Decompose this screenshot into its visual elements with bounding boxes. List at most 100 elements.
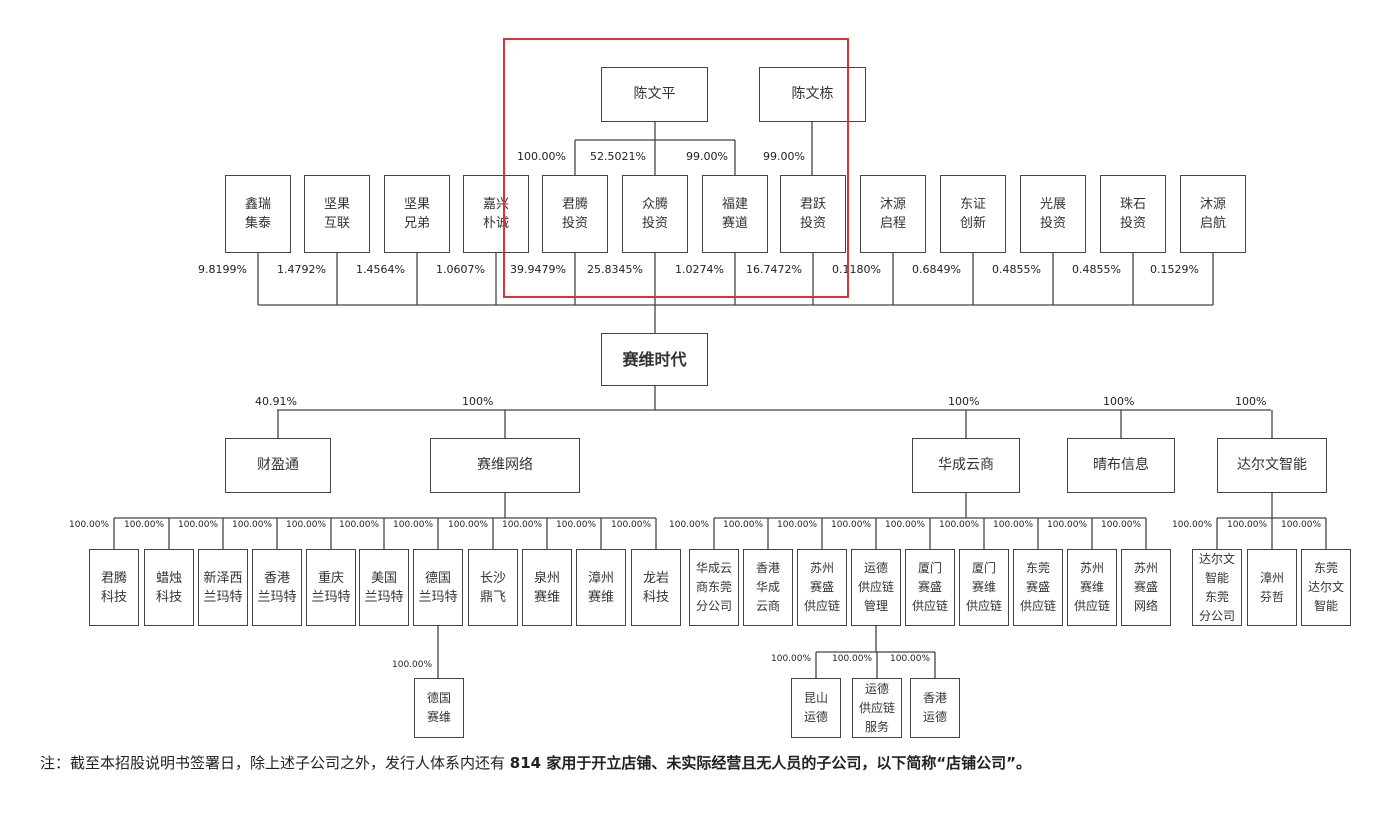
footnote: 注：截至本招股说明书签署日，除上述子公司之外，发行人体系内还有 814 家用于开… <box>40 752 1031 773</box>
sub-huacheng-6: 东莞 赛盛 供应链 <box>1013 549 1063 626</box>
pct-h2: 1.4792% <box>277 263 326 276</box>
sub-saiwei-network-5: 美国 兰玛特 <box>359 549 409 626</box>
sub-saiwei-network-pct-2: 100.00% <box>178 520 219 530</box>
sub-darwin-pct-0: 100.00% <box>1172 520 1213 530</box>
sub-darwin-2: 东莞 达尔文 智能 <box>1301 549 1351 626</box>
sub-saiwei-network-7: 长沙 鼎飞 <box>468 549 518 626</box>
pct-m1: 40.91% <box>255 395 297 408</box>
sub-saiwei-network-pct-6: 100.00% <box>393 520 434 530</box>
sub-yunde-pct-2: 100.00% <box>890 654 931 664</box>
sub-yunde-2: 香港 运德 <box>910 678 960 738</box>
sub-darwin-0: 达尔文 智能 东莞 分公司 <box>1192 549 1242 626</box>
sub-huacheng-pct-4: 100.00% <box>885 520 926 530</box>
sub-darwin-pct-2: 100.00% <box>1281 520 1322 530</box>
sub-saiwei-network-pct-10: 100.00% <box>611 520 652 530</box>
pct-m5: 100% <box>1235 395 1267 408</box>
shareholder-chen-wenping: 陈文平 <box>601 67 708 122</box>
subsidiary-m3: 华成云商 <box>912 438 1020 493</box>
sub-huacheng-0: 华成云 商东莞 分公司 <box>689 549 739 626</box>
holder-h3: 坚果 兄弟 <box>384 175 450 253</box>
sub-huacheng-pct-0: 100.00% <box>669 520 710 530</box>
sub-saiwei-network-3: 香港 兰玛特 <box>252 549 302 626</box>
sub-yunde-pct-1: 100.00% <box>832 654 873 664</box>
sub-saiwei-network-pct-0: 100.00% <box>69 520 110 530</box>
holder-h5: 君腾 投资 <box>542 175 608 253</box>
sub-saiwei-network-pct-3: 100.00% <box>232 520 273 530</box>
pct-h9: 0.1180% <box>832 263 881 276</box>
pct-m4: 100% <box>1103 395 1135 408</box>
pct-h11: 0.4855% <box>992 263 1041 276</box>
sub-saiwei-network-6: 德国 兰玛特 <box>413 549 463 626</box>
sub-saiwei-network-pct-8: 100.00% <box>502 520 543 530</box>
subsidiary-m1: 财盈通 <box>225 438 331 493</box>
pct-h7: 1.0274% <box>675 263 724 276</box>
pct-h1: 9.8199% <box>198 263 247 276</box>
holder-h4: 嘉兴 朴诚 <box>463 175 529 253</box>
sub-yunde-0: 昆山 运德 <box>791 678 841 738</box>
holder-h10: 东证 创新 <box>940 175 1006 253</box>
holder-h1: 鑫瑞 集泰 <box>225 175 291 253</box>
pct-h8: 16.7472% <box>746 263 802 276</box>
subsidiary-m5: 达尔文智能 <box>1217 438 1327 493</box>
company-saiwei-shidai: 赛维时代 <box>601 333 708 386</box>
sub-huacheng-pct-5: 100.00% <box>939 520 980 530</box>
holder-h12: 珠石 投资 <box>1100 175 1166 253</box>
holder-h7: 福建 赛道 <box>702 175 768 253</box>
sub-saiwei-network-0: 君腾 科技 <box>89 549 139 626</box>
sub-saiwei-network-pct-7: 100.00% <box>448 520 489 530</box>
footnote-text: 注：截至本招股说明书签署日，除上述子公司之外，发行人体系内还有 <box>40 754 510 772</box>
sub-saiwei-network-pct-1: 100.00% <box>124 520 165 530</box>
sub-huacheng-3: 运德 供应链 管理 <box>851 549 901 626</box>
sub-saiwei-network-2: 新泽西 兰玛特 <box>198 549 248 626</box>
pct-h3: 1.4564% <box>356 263 405 276</box>
sub-yunde-pct-0: 100.00% <box>771 654 812 664</box>
sub-huacheng-pct-6: 100.00% <box>993 520 1034 530</box>
holder-h8: 君跃 投资 <box>780 175 846 253</box>
holder-h13: 沐源 启航 <box>1180 175 1246 253</box>
sub-huacheng-7: 苏州 赛维 供应链 <box>1067 549 1117 626</box>
pct-h12: 0.4855% <box>1072 263 1121 276</box>
sub-saiwei-network-pct-4: 100.00% <box>286 520 327 530</box>
sub-saiwei-network-pct-5: 100.00% <box>339 520 380 530</box>
pct-junteng-top: 100.00% <box>517 150 566 163</box>
pct-m2: 100% <box>462 395 494 408</box>
sub-yunde-1: 运德 供应链 服务 <box>852 678 902 738</box>
sub-huacheng-5: 厦门 赛维 供应链 <box>959 549 1009 626</box>
pct-m3: 100% <box>948 395 980 408</box>
pct-german-saiwei: 100.00% <box>392 660 433 670</box>
pct-h13: 0.1529% <box>1150 263 1199 276</box>
sub-saiwei-network-10: 龙岩 科技 <box>631 549 681 626</box>
sub-saiwei-network-pct-9: 100.00% <box>556 520 597 530</box>
sub-huacheng-pct-2: 100.00% <box>777 520 818 530</box>
sub-huacheng-pct-1: 100.00% <box>723 520 764 530</box>
sub-saiwei-network-1: 蜡烛 科技 <box>144 549 194 626</box>
footnote-bold-text: 814 家用于开立店铺、未实际经营且无人员的子公司，以下简称“店铺公司”。 <box>509 754 1032 772</box>
sub-huacheng-pct-8: 100.00% <box>1101 520 1142 530</box>
pct-h4: 1.0607% <box>436 263 485 276</box>
highlight-frame <box>503 38 849 298</box>
sub-huacheng-1: 香港 华成 云商 <box>743 549 793 626</box>
holder-h2: 坚果 互联 <box>304 175 370 253</box>
sub-saiwei-network-4: 重庆 兰玛特 <box>306 549 356 626</box>
pct-h10: 0.6849% <box>912 263 961 276</box>
sub-german-saiwei: 德国 赛维 <box>414 678 464 738</box>
subsidiary-m2: 赛维网络 <box>430 438 580 493</box>
sub-huacheng-pct-3: 100.00% <box>831 520 872 530</box>
sub-huacheng-4: 厦门 赛盛 供应链 <box>905 549 955 626</box>
pct-h5: 39.9479% <box>510 263 566 276</box>
holder-h11: 光展 投资 <box>1020 175 1086 253</box>
sub-darwin-1: 漳州 芬哲 <box>1247 549 1297 626</box>
holder-h6: 众腾 投资 <box>622 175 688 253</box>
sub-darwin-pct-1: 100.00% <box>1227 520 1268 530</box>
pct-junyue-top: 99.00% <box>763 150 805 163</box>
pct-h6: 25.8345% <box>587 263 643 276</box>
sub-huacheng-8: 苏州 赛盛 网络 <box>1121 549 1171 626</box>
sub-saiwei-network-8: 泉州 赛维 <box>522 549 572 626</box>
sub-saiwei-network-9: 漳州 赛维 <box>576 549 626 626</box>
holder-h9: 沐源 启程 <box>860 175 926 253</box>
pct-fujian-top: 99.00% <box>686 150 728 163</box>
pct-zhongteng-top: 52.5021% <box>590 150 646 163</box>
subsidiary-m4: 晴布信息 <box>1067 438 1175 493</box>
sub-huacheng-pct-7: 100.00% <box>1047 520 1088 530</box>
sub-huacheng-2: 苏州 赛盛 供应链 <box>797 549 847 626</box>
